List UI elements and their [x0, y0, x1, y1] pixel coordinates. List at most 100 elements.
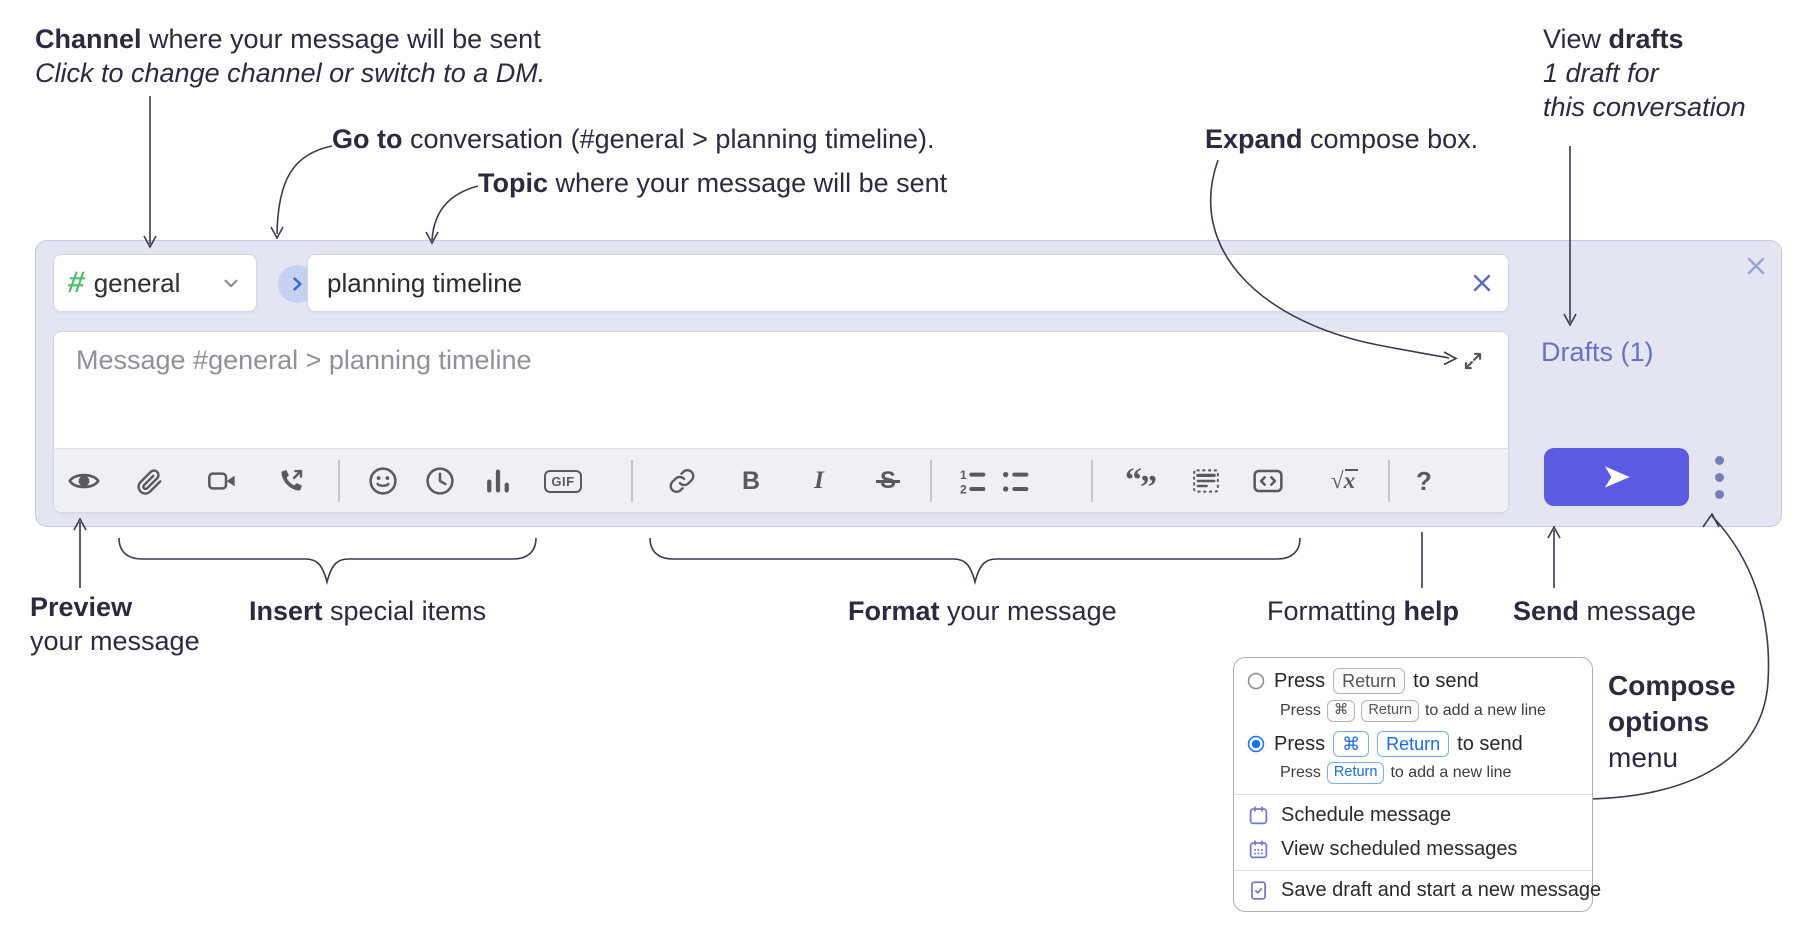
numbered-list-icon: 1 2	[960, 468, 986, 497]
bulleted-list-button[interactable]	[995, 461, 1035, 501]
ellipsis-dot	[1714, 472, 1724, 482]
toolbar-divider	[338, 460, 340, 502]
channel-selector[interactable]: # general	[53, 254, 257, 312]
strikethrough-icon: S	[875, 467, 900, 495]
annotation-channel-bold: Channel	[35, 24, 142, 54]
toolbar-divider	[1388, 460, 1390, 502]
toolbar-divider	[930, 460, 932, 502]
topic-input[interactable]	[327, 267, 1470, 299]
topic-connector-line	[431, 185, 479, 241]
drafts-link[interactable]: Drafts (1)	[1541, 337, 1654, 367]
strikethrough-button[interactable]: S	[868, 461, 908, 501]
ellipsis-dot	[1714, 489, 1724, 499]
question-mark-icon: ?	[1416, 465, 1432, 496]
document-check-icon	[1251, 881, 1266, 900]
annotation-formatting-help-pre: Formatting	[1267, 596, 1404, 626]
svg-text:2: 2	[960, 483, 967, 497]
option1-suffix: to send	[1413, 669, 1479, 692]
radio-checked-icon	[1247, 735, 1265, 753]
compose-options-popup: Press Return to send Press ⌘ Return to a…	[1233, 657, 1601, 912]
view-scheduled-messages-item[interactable]: View scheduled messages	[1248, 838, 1517, 861]
link-icon	[669, 469, 695, 493]
calendar-grid-icon	[1249, 840, 1268, 859]
annotation-expand: Expand compose box.	[1205, 122, 1478, 156]
svg-text:1: 1	[960, 468, 967, 482]
italic-icon: I	[814, 467, 824, 494]
schedule-message-item[interactable]: Schedule message	[1248, 804, 1451, 827]
add-emoji-button[interactable]	[363, 461, 403, 501]
compose-options-button[interactable]	[1705, 448, 1733, 506]
option1-press: Press	[1274, 669, 1326, 692]
add-gif-button[interactable]: GIF	[539, 461, 587, 501]
annotation-channel-sub: Click to change channel or switch to a D…	[35, 58, 546, 88]
option2-sub-press: Press	[1280, 763, 1321, 781]
send-option-return[interactable]: Press Return to send	[1246, 668, 1582, 695]
message-input[interactable]	[74, 344, 1452, 377]
add-global-time-button[interactable]	[420, 461, 460, 501]
close-compose-button[interactable]	[1741, 251, 1771, 281]
chevron-right-icon	[293, 277, 302, 291]
annotation-formatting-help: Formatting help	[1267, 594, 1459, 628]
bold-button[interactable]: B	[731, 461, 771, 501]
phone-call-icon	[281, 469, 303, 491]
start-audio-call-button[interactable]	[271, 461, 311, 501]
calendar-icon	[1249, 806, 1268, 825]
chevron-down-icon	[224, 279, 238, 288]
clear-topic-icon[interactable]	[1470, 271, 1494, 295]
insert-brace	[118, 537, 537, 586]
add-poll-button[interactable]	[478, 461, 518, 501]
annotation-insert: Insert special items	[249, 594, 486, 628]
code-icon	[1253, 469, 1283, 493]
attach-file-button[interactable]	[129, 461, 169, 501]
close-icon	[1747, 257, 1765, 275]
send-button[interactable]	[1544, 448, 1689, 506]
annotation-formatting-help-bold: help	[1403, 596, 1460, 626]
math-button[interactable]: √x	[1323, 461, 1363, 501]
italic-button[interactable]: I	[799, 461, 839, 501]
popup-divider	[1234, 794, 1592, 795]
annotation-send-rest: message	[1579, 596, 1697, 626]
annotation-compose-options-line2: options	[1608, 706, 1710, 737]
view-scheduled-messages-label: View scheduled messages	[1281, 838, 1518, 860]
send-arrowhead	[1547, 525, 1561, 539]
toolbar-divider	[1091, 460, 1093, 502]
annotation-drafts-bold: drafts	[1608, 24, 1684, 54]
send-paper-plane-icon	[1604, 466, 1630, 488]
schedule-message-label: Schedule message	[1281, 804, 1452, 826]
clock-icon	[426, 467, 454, 495]
annotation-goto: Go to conversation (#general > planning …	[332, 122, 935, 156]
compose-box: # general	[35, 240, 1782, 527]
code-button[interactable]	[1248, 461, 1288, 501]
insert-link-button[interactable]	[662, 461, 702, 501]
preview-message-button[interactable]	[64, 461, 104, 501]
start-video-call-button[interactable]	[202, 461, 242, 501]
bulleted-list-icon	[1003, 471, 1029, 492]
quote-icon: “”	[1125, 462, 1157, 506]
cmd-key: ⌘	[1333, 731, 1370, 758]
message-input-wrapper	[74, 344, 1452, 377]
quote-button[interactable]: “”	[1120, 461, 1160, 506]
video-camera-icon	[208, 472, 235, 490]
option1-sub-suffix: to add a new line	[1424, 701, 1546, 719]
annotation-topic: Topic where your message will be sent	[478, 166, 947, 200]
compose-toolbar: GIF B I	[54, 448, 1508, 512]
save-draft-label: Save draft and start a new message	[1281, 879, 1602, 901]
annotation-send-bold: Send	[1513, 596, 1580, 626]
send-option-return-subtext: Press ⌘ Return to add a new line	[1280, 700, 1582, 722]
option2-suffix: to send	[1457, 732, 1523, 755]
paperclip-icon	[137, 469, 162, 495]
spoiler-icon	[1193, 469, 1219, 493]
popup-divider	[1234, 870, 1592, 871]
goto-arrowhead	[270, 226, 284, 240]
numbered-list-button[interactable]: 1 2	[952, 461, 992, 501]
expand-compose-button[interactable]	[1460, 348, 1486, 374]
formatting-help-button[interactable]: ?	[1404, 461, 1444, 501]
annotation-goto-rest: conversation (#general > planning timeli…	[402, 124, 935, 154]
send-option-cmd-return[interactable]: Press ⌘ Return to send	[1246, 731, 1582, 758]
spoiler-button[interactable]	[1186, 461, 1226, 501]
annotation-goto-bold: Go to	[332, 124, 403, 154]
save-draft-item[interactable]: Save draft and start a new message	[1248, 879, 1601, 902]
annotation-preview: Preview your message	[30, 590, 200, 658]
cmd-key: ⌘	[1326, 700, 1356, 722]
send-option-cmd-return-subtext: Press Return to add a new line	[1280, 762, 1582, 784]
